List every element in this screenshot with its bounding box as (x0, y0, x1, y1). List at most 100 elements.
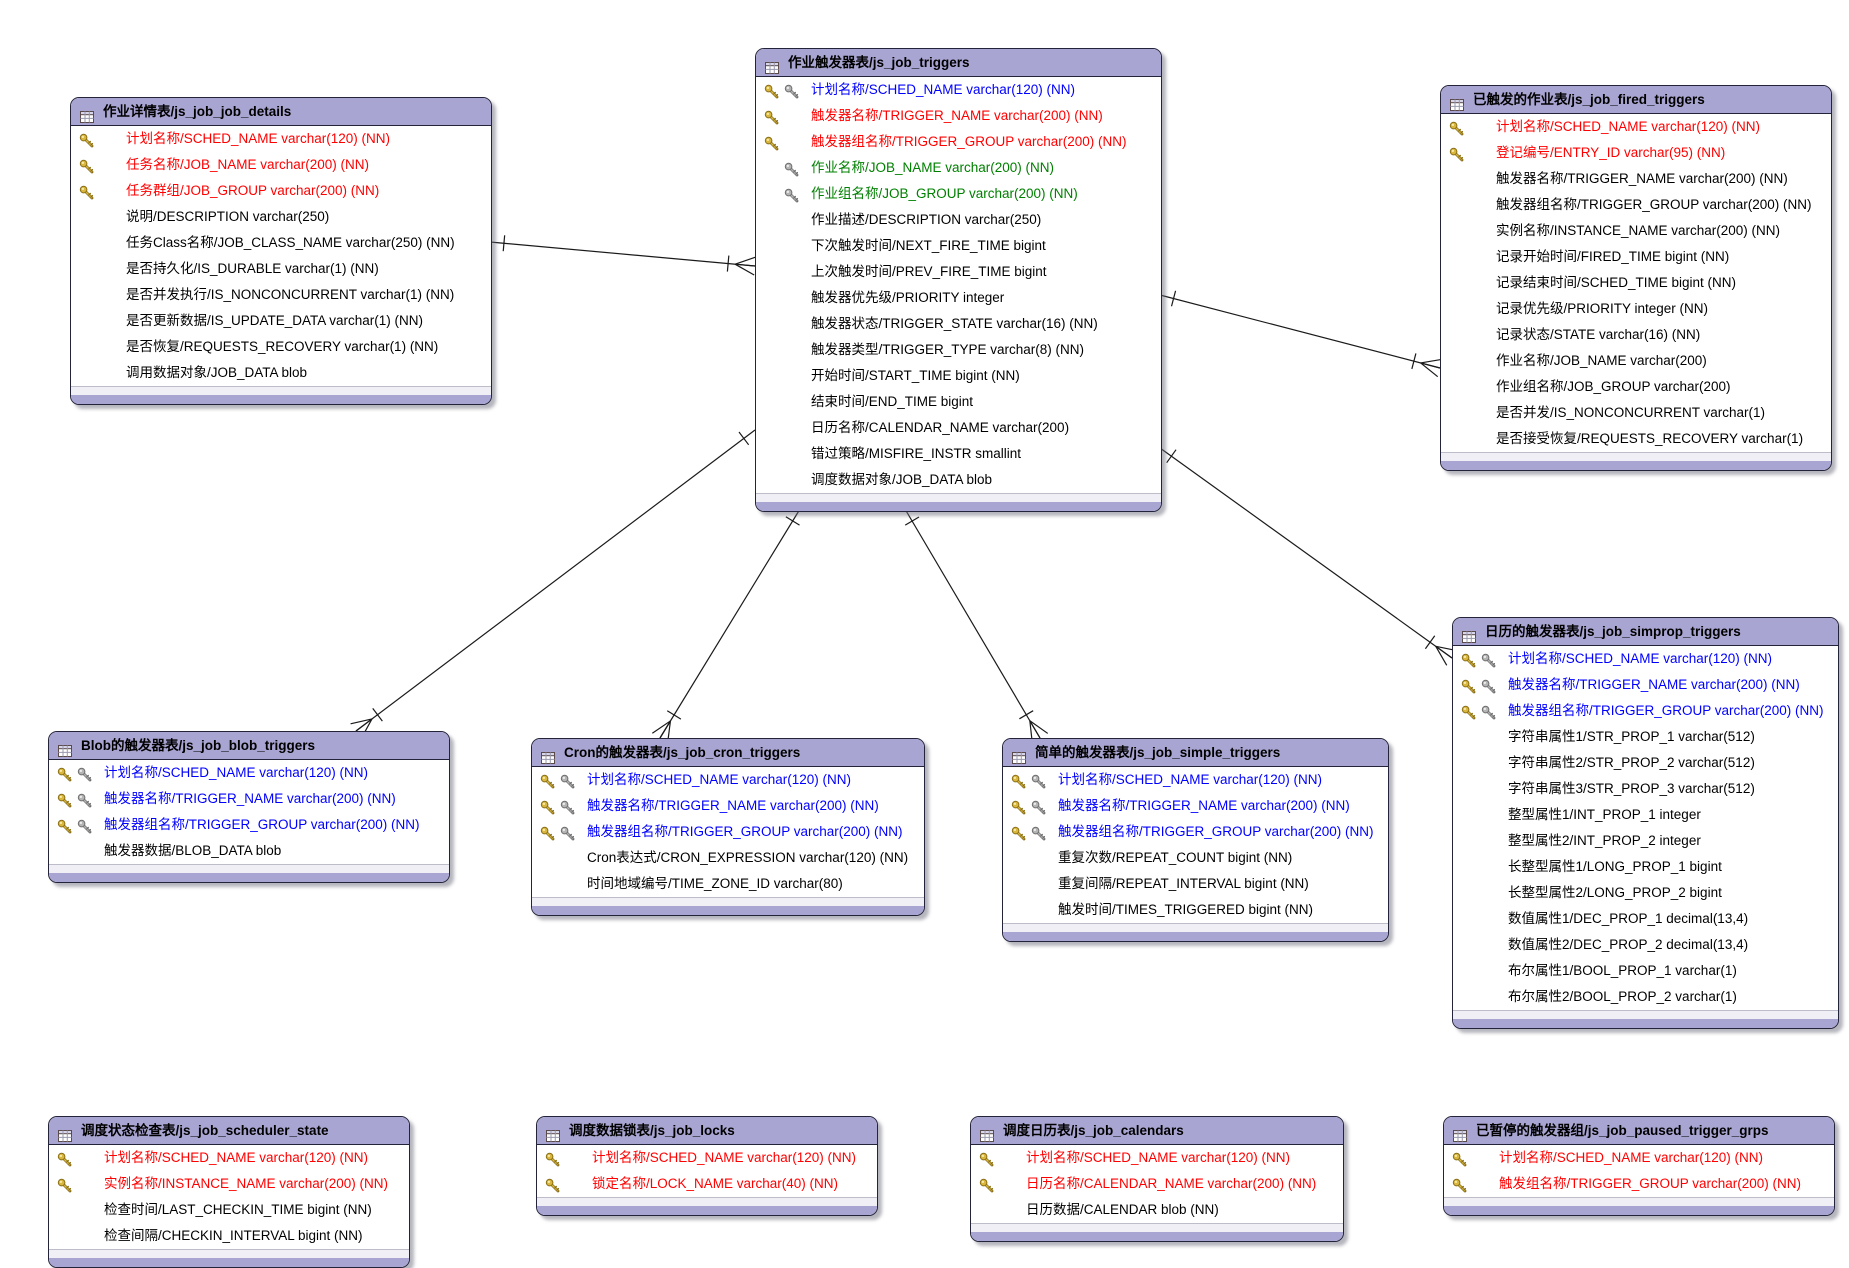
field-row[interactable]: 记录开始时间/FIRED_TIME bigint (NN) (1441, 244, 1831, 270)
field-row[interactable]: 记录状态/STATE varchar(16) (NN) (1441, 322, 1831, 348)
table-header[interactable]: 简单的触发器表/js_job_simple_triggers (1003, 739, 1388, 767)
field-row[interactable]: 触发器组名称/TRIGGER_GROUP varchar(200) (NN) (49, 812, 449, 838)
field-row[interactable]: 数值属性2/DEC_PROP_2 decimal(13,4) (1453, 932, 1838, 958)
field-row[interactable]: 作业名称/JOB_NAME varchar(200) (NN) (756, 155, 1161, 181)
field-row[interactable]: 实例名称/INSTANCE_NAME varchar(200) (NN) (49, 1171, 409, 1197)
field-row[interactable]: 布尔属性2/BOOL_PROP_2 varchar(1) (1453, 984, 1838, 1010)
table-header[interactable]: 作业详情表/js_job_job_details (71, 98, 491, 126)
field-row[interactable]: 触发器名称/TRIGGER_NAME varchar(200) (NN) (1441, 166, 1831, 192)
field-row[interactable]: 作业名称/JOB_NAME varchar(200) (1441, 348, 1831, 374)
field-row[interactable]: 上次触发时间/PREV_FIRE_TIME bigint (756, 259, 1161, 285)
field-row[interactable]: 错过策略/MISFIRE_INSTR smallint (756, 441, 1161, 467)
field-row[interactable]: 记录结束时间/SCHED_TIME bigint (NN) (1441, 270, 1831, 296)
field-row[interactable]: 计划名称/SCHED_NAME varchar(120) (NN) (1444, 1145, 1834, 1171)
field-row[interactable]: 触发器组名称/TRIGGER_GROUP varchar(200) (NN) (1003, 819, 1388, 845)
field-row[interactable]: 是否持久化/IS_DURABLE varchar(1) (NN) (71, 256, 491, 282)
field-row[interactable]: 触发组名称/TRIGGER_GROUP varchar(200) (NN) (1444, 1171, 1834, 1197)
field-row[interactable]: 触发器组名称/TRIGGER_GROUP varchar(200) (NN) (756, 129, 1161, 155)
field-row[interactable]: 是否接受恢复/REQUESTS_RECOVERY varchar(1) (1441, 426, 1831, 452)
field-row[interactable]: 长整型属性2/LONG_PROP_2 bigint (1453, 880, 1838, 906)
table-header[interactable]: 调度数据锁表/js_job_locks (537, 1117, 877, 1145)
field-row[interactable]: 实例名称/INSTANCE_NAME varchar(200) (NN) (1441, 218, 1831, 244)
field-row[interactable]: Cron表达式/CRON_EXPRESSION varchar(120) (NN… (532, 845, 924, 871)
field-row[interactable]: 触发器名称/TRIGGER_NAME varchar(200) (NN) (1003, 793, 1388, 819)
field-row[interactable]: 检查时间/LAST_CHECKIN_TIME bigint (NN) (49, 1197, 409, 1223)
field-row[interactable]: 日历名称/CALENDAR_NAME varchar(200) (756, 415, 1161, 441)
field-row[interactable]: 检查间隔/CHECKIN_INTERVAL bigint (NN) (49, 1223, 409, 1249)
field-row[interactable]: 任务名称/JOB_NAME varchar(200) (NN) (71, 152, 491, 178)
table-header[interactable]: 调度状态检查表/js_job_scheduler_state (49, 1117, 409, 1145)
table-header[interactable]: Blob的触发器表/js_job_blob_triggers (49, 732, 449, 760)
field-row[interactable]: 长整型属性1/LONG_PROP_1 bigint (1453, 854, 1838, 880)
field-row[interactable]: 布尔属性1/BOOL_PROP_1 varchar(1) (1453, 958, 1838, 984)
field-row[interactable]: 日历名称/CALENDAR_NAME varchar(200) (NN) (971, 1171, 1343, 1197)
field-row[interactable]: 整型属性1/INT_PROP_1 integer (1453, 802, 1838, 828)
field-row[interactable]: 计划名称/SCHED_NAME varchar(120) (NN) (49, 1145, 409, 1171)
field-row[interactable]: 计划名称/SCHED_NAME varchar(120) (NN) (537, 1145, 877, 1171)
table-header[interactable]: Cron的触发器表/js_job_cron_triggers (532, 739, 924, 767)
field-row[interactable]: 计划名称/SCHED_NAME varchar(120) (NN) (71, 126, 491, 152)
field-row[interactable]: 触发器组名称/TRIGGER_GROUP varchar(200) (NN) (1453, 698, 1838, 724)
table-header[interactable]: 日历的触发器表/js_job_simprop_triggers (1453, 618, 1838, 646)
field-row[interactable]: 作业组名称/JOB_GROUP varchar(200) (NN) (756, 181, 1161, 207)
field-row[interactable]: 计划名称/SCHED_NAME varchar(120) (NN) (756, 77, 1161, 103)
field-row[interactable]: 登记编号/ENTRY_ID varchar(95) (NN) (1441, 140, 1831, 166)
field-row[interactable]: 任务Class名称/JOB_CLASS_NAME varchar(250) (N… (71, 230, 491, 256)
field-row[interactable]: 重复间隔/REPEAT_INTERVAL bigint (NN) (1003, 871, 1388, 897)
field-row[interactable]: 触发器优先级/PRIORITY integer (756, 285, 1161, 311)
field-row[interactable]: 触发器状态/TRIGGER_STATE varchar(16) (NN) (756, 311, 1161, 337)
field-row[interactable]: 计划名称/SCHED_NAME varchar(120) (NN) (1003, 767, 1388, 793)
table-header[interactable]: 已触发的作业表/js_job_fired_triggers (1441, 86, 1831, 114)
field-row[interactable]: 是否恢复/REQUESTS_RECOVERY varchar(1) (NN) (71, 334, 491, 360)
field-row[interactable]: 触发器名称/TRIGGER_NAME varchar(200) (NN) (1453, 672, 1838, 698)
field-row[interactable]: 触发器类型/TRIGGER_TYPE varchar(8) (NN) (756, 337, 1161, 363)
field-row[interactable]: 作业描述/DESCRIPTION varchar(250) (756, 207, 1161, 233)
field-row[interactable]: 触发器数据/BLOB_DATA blob (49, 838, 449, 864)
field-row[interactable]: 记录优先级/PRIORITY integer (NN) (1441, 296, 1831, 322)
field-row[interactable]: 计划名称/SCHED_NAME varchar(120) (NN) (1441, 114, 1831, 140)
field-row[interactable]: 结束时间/END_TIME bigint (756, 389, 1161, 415)
field-row[interactable]: 时间地域编号/TIME_ZONE_ID varchar(80) (532, 871, 924, 897)
field-row[interactable]: 字符串属性2/STR_PROP_2 varchar(512) (1453, 750, 1838, 776)
field-row[interactable]: 计划名称/SCHED_NAME varchar(120) (NN) (49, 760, 449, 786)
table-header[interactable]: 作业触发器表/js_job_triggers (756, 49, 1161, 77)
field-row[interactable]: 是否更新数据/IS_UPDATE_DATA varchar(1) (NN) (71, 308, 491, 334)
field-row[interactable]: 触发器组名称/TRIGGER_GROUP varchar(200) (NN) (1441, 192, 1831, 218)
field-row[interactable]: 调度数据对象/JOB_DATA blob (756, 467, 1161, 493)
table-header[interactable]: 已暂停的触发器组/js_job_paused_trigger_grps (1444, 1117, 1834, 1145)
field-row[interactable]: 说明/DESCRIPTION varchar(250) (71, 204, 491, 230)
field-row[interactable]: 触发器名称/TRIGGER_NAME varchar(200) (NN) (756, 103, 1161, 129)
field-row[interactable]: 开始时间/START_TIME bigint (NN) (756, 363, 1161, 389)
field-row[interactable]: 整型属性2/INT_PROP_2 integer (1453, 828, 1838, 854)
field-row[interactable]: 是否并发执行/IS_NONCONCURRENT varchar(1) (NN) (71, 282, 491, 308)
field-row[interactable]: 调用数据对象/JOB_DATA blob (71, 360, 491, 386)
field-row[interactable]: 日历数据/CALENDAR blob (NN) (971, 1197, 1343, 1223)
field-row[interactable]: 重复次数/REPEAT_COUNT bigint (NN) (1003, 845, 1388, 871)
field-row[interactable]: 触发器名称/TRIGGER_NAME varchar(200) (NN) (49, 786, 449, 812)
field-row[interactable]: 触发器名称/TRIGGER_NAME varchar(200) (NN) (532, 793, 924, 819)
field-row[interactable]: 字符串属性1/STR_PROP_1 varchar(512) (1453, 724, 1838, 750)
field-row[interactable]: 触发时间/TIMES_TRIGGERED bigint (NN) (1003, 897, 1388, 923)
field-row[interactable]: 计划名称/SCHED_NAME varchar(120) (NN) (971, 1145, 1343, 1171)
table-header[interactable]: 调度日历表/js_job_calendars (971, 1117, 1343, 1145)
field-row[interactable]: 数值属性1/DEC_PROP_1 decimal(13,4) (1453, 906, 1838, 932)
field-row[interactable]: 触发器组名称/TRIGGER_GROUP varchar(200) (NN) (532, 819, 924, 845)
field-row[interactable]: 是否并发/IS_NONCONCURRENT varchar(1) (1441, 400, 1831, 426)
field-row[interactable]: 锁定名称/LOCK_NAME varchar(40) (NN) (537, 1171, 877, 1197)
field-row[interactable]: 计划名称/SCHED_NAME varchar(120) (NN) (532, 767, 924, 793)
field-row[interactable]: 字符串属性3/STR_PROP_3 varchar(512) (1453, 776, 1838, 802)
field-row[interactable]: 作业组名称/JOB_GROUP varchar(200) (1441, 374, 1831, 400)
field-row[interactable]: 任务群组/JOB_GROUP varchar(200) (NN) (71, 178, 491, 204)
field-row[interactable]: 下次触发时间/NEXT_FIRE_TIME bigint (756, 233, 1161, 259)
